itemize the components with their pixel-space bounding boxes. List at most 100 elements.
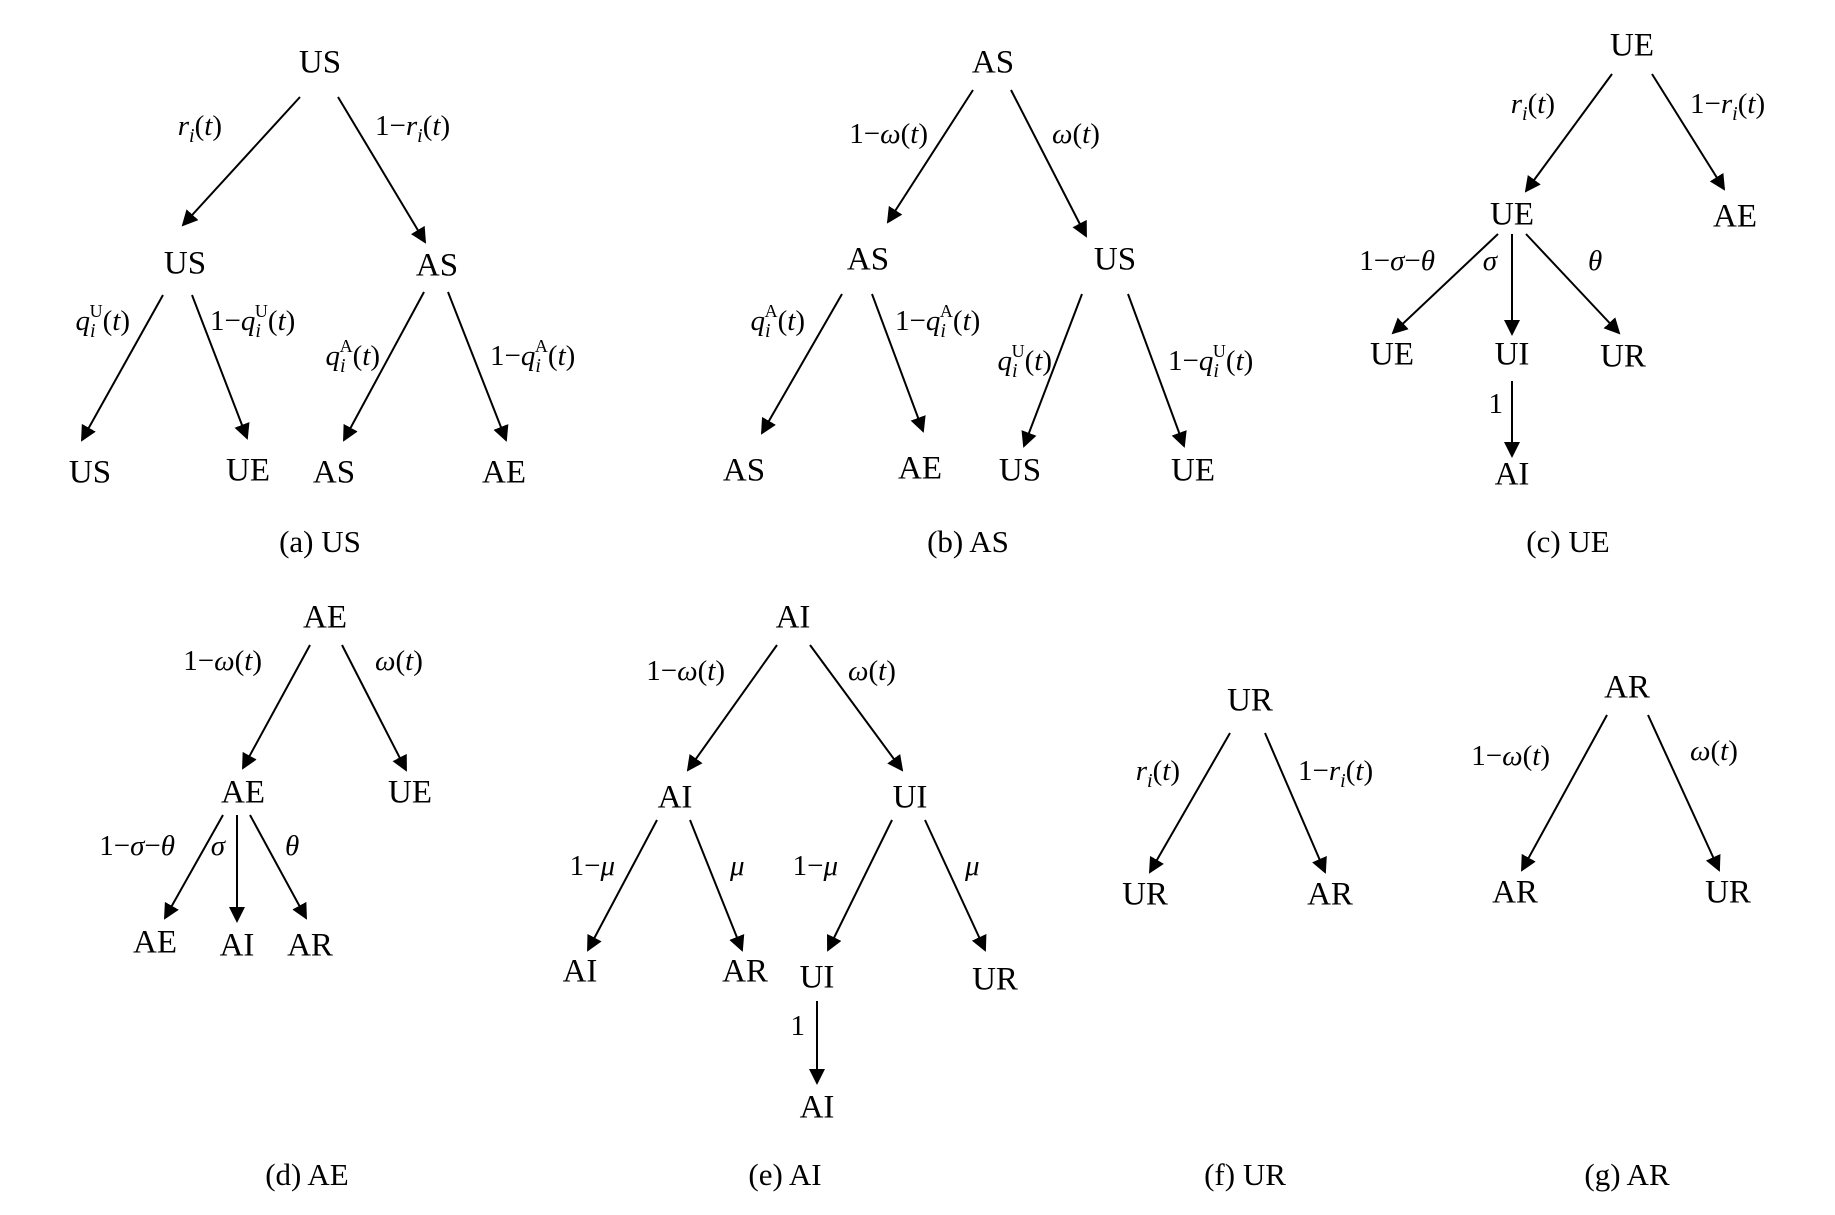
state-node: AR [287, 928, 333, 964]
transition-arrow [1525, 233, 1621, 335]
transition-probability-label: θ [285, 830, 299, 862]
state-node: UR [1705, 875, 1751, 911]
state-node: AE [1713, 199, 1757, 235]
state-node: AS [416, 248, 458, 284]
transition-probability-label: qiU(t) [998, 341, 1052, 382]
transition-arrow [1264, 732, 1327, 874]
transition-probability-label: 1−qiU(t) [210, 301, 295, 342]
state-node: AE [221, 775, 265, 811]
state-node: UI [1495, 337, 1530, 373]
diagram-caption: (d) AE [265, 1157, 349, 1192]
state-node: AR [722, 954, 768, 990]
transition-arrow [1647, 714, 1721, 872]
root-state-node: AR [1604, 670, 1650, 706]
transition-arrow [1127, 293, 1187, 448]
transition-probability-label: μ [729, 850, 745, 882]
diagram-edges [1521, 714, 1721, 872]
diagram-caption: (c) UE [1526, 524, 1609, 559]
transition-probability-label: μ [964, 850, 980, 882]
state-node: UR [1122, 877, 1168, 913]
state-node: AS [723, 453, 765, 489]
transition-probability-label: 1−σ−θ [99, 830, 175, 862]
transition-probability-label: 1−μ [570, 850, 615, 882]
transition-arrow [689, 819, 745, 952]
transition-probability-label: 1−μ [793, 850, 838, 882]
diagram-edges [761, 89, 1187, 448]
diagram-edges [164, 644, 407, 923]
transition-arrow [181, 96, 301, 227]
diagram-caption: (g) AR [1584, 1157, 1670, 1192]
state-node: UE [1490, 197, 1534, 233]
transition-probability-label: ω(t) [848, 655, 896, 687]
transition-arrow [242, 644, 311, 770]
transition-probability-label: 1−ri(t) [1690, 88, 1765, 125]
transition-probability-label: 1−σ−θ [1359, 245, 1435, 277]
root-state-node: UR [1227, 683, 1273, 719]
transition-arrow [809, 644, 904, 772]
transition-probability-label: 1 [1489, 388, 1504, 420]
diagram-caption: (b) AS [927, 524, 1009, 559]
transition-arrow [686, 644, 778, 772]
root-state-node: AI [776, 600, 811, 636]
state-node: UR [972, 962, 1018, 998]
transition-arrow [337, 96, 427, 244]
root-state-node: UE [1610, 28, 1654, 64]
transition-probability-label: 1−qiA(t) [490, 336, 575, 377]
transition-arrow [871, 293, 926, 433]
state-node: UE [1370, 337, 1414, 373]
state-node: US [69, 455, 111, 491]
transition-probability-label: 1 [791, 1010, 806, 1042]
state-node: UE [1171, 453, 1215, 489]
root-state-node: AE [303, 600, 347, 636]
state-node: US [1094, 242, 1136, 278]
transition-probability-label: ω(t) [375, 645, 423, 677]
state-node: AE [898, 451, 942, 487]
transition-probability-label: 1−ω(t) [183, 645, 262, 677]
diagram-b: 1−ω(t)ω(t)qiA(t)1−qiA(t)qiU(t)1−qiU(t)AS… [723, 45, 1253, 559]
root-state-node: US [299, 45, 341, 81]
transition-probability-label: 1−ω(t) [646, 655, 725, 687]
state-node: AI [658, 780, 693, 816]
transition-probability-label: σ [211, 830, 227, 862]
transition-probability-label: qiA(t) [751, 301, 805, 342]
transition-arrow [761, 293, 843, 435]
transition-probability-label: qiU(t) [76, 301, 130, 342]
transition-probability-label: ω(t) [1690, 735, 1738, 767]
diagram-caption: (e) AI [748, 1157, 821, 1192]
transition-probability-label: 1−ω(t) [1471, 740, 1550, 772]
root-state-node: AS [972, 45, 1014, 81]
state-node: UE [226, 453, 270, 489]
state-node: AI [220, 928, 255, 964]
transition-arrow [341, 644, 407, 772]
diagram-edges [1391, 73, 1726, 458]
diagram-edges [587, 644, 987, 1085]
state-node: UI [893, 780, 928, 816]
state-node: AI [1495, 457, 1530, 493]
transition-arrow [81, 294, 164, 442]
state-node: UR [1600, 339, 1646, 375]
transition-probability-label: 1−ω(t) [849, 118, 928, 150]
transition-arrow [447, 291, 509, 442]
state-node: AR [1307, 877, 1353, 913]
state-node: AE [133, 925, 177, 961]
transition-arrow [1149, 732, 1231, 874]
transition-probability-label: θ [1588, 245, 1602, 277]
state-node: AE [482, 455, 526, 491]
transition-probability-label: 1−qiA(t) [895, 301, 980, 342]
state-node: UI [800, 960, 835, 996]
transition-arrow [1010, 89, 1087, 238]
transition-probability-label: ri(t) [178, 110, 222, 147]
state-node: US [164, 246, 206, 282]
transition-probability-label: qiA(t) [326, 336, 380, 377]
state-node: AS [313, 455, 355, 491]
transition-arrow [587, 819, 658, 952]
transition-arrow [191, 294, 250, 440]
transition-arrow [1651, 73, 1726, 191]
transition-probability-label: 1−ri(t) [375, 110, 450, 147]
transition-probability-label: 1−ri(t) [1298, 755, 1373, 792]
